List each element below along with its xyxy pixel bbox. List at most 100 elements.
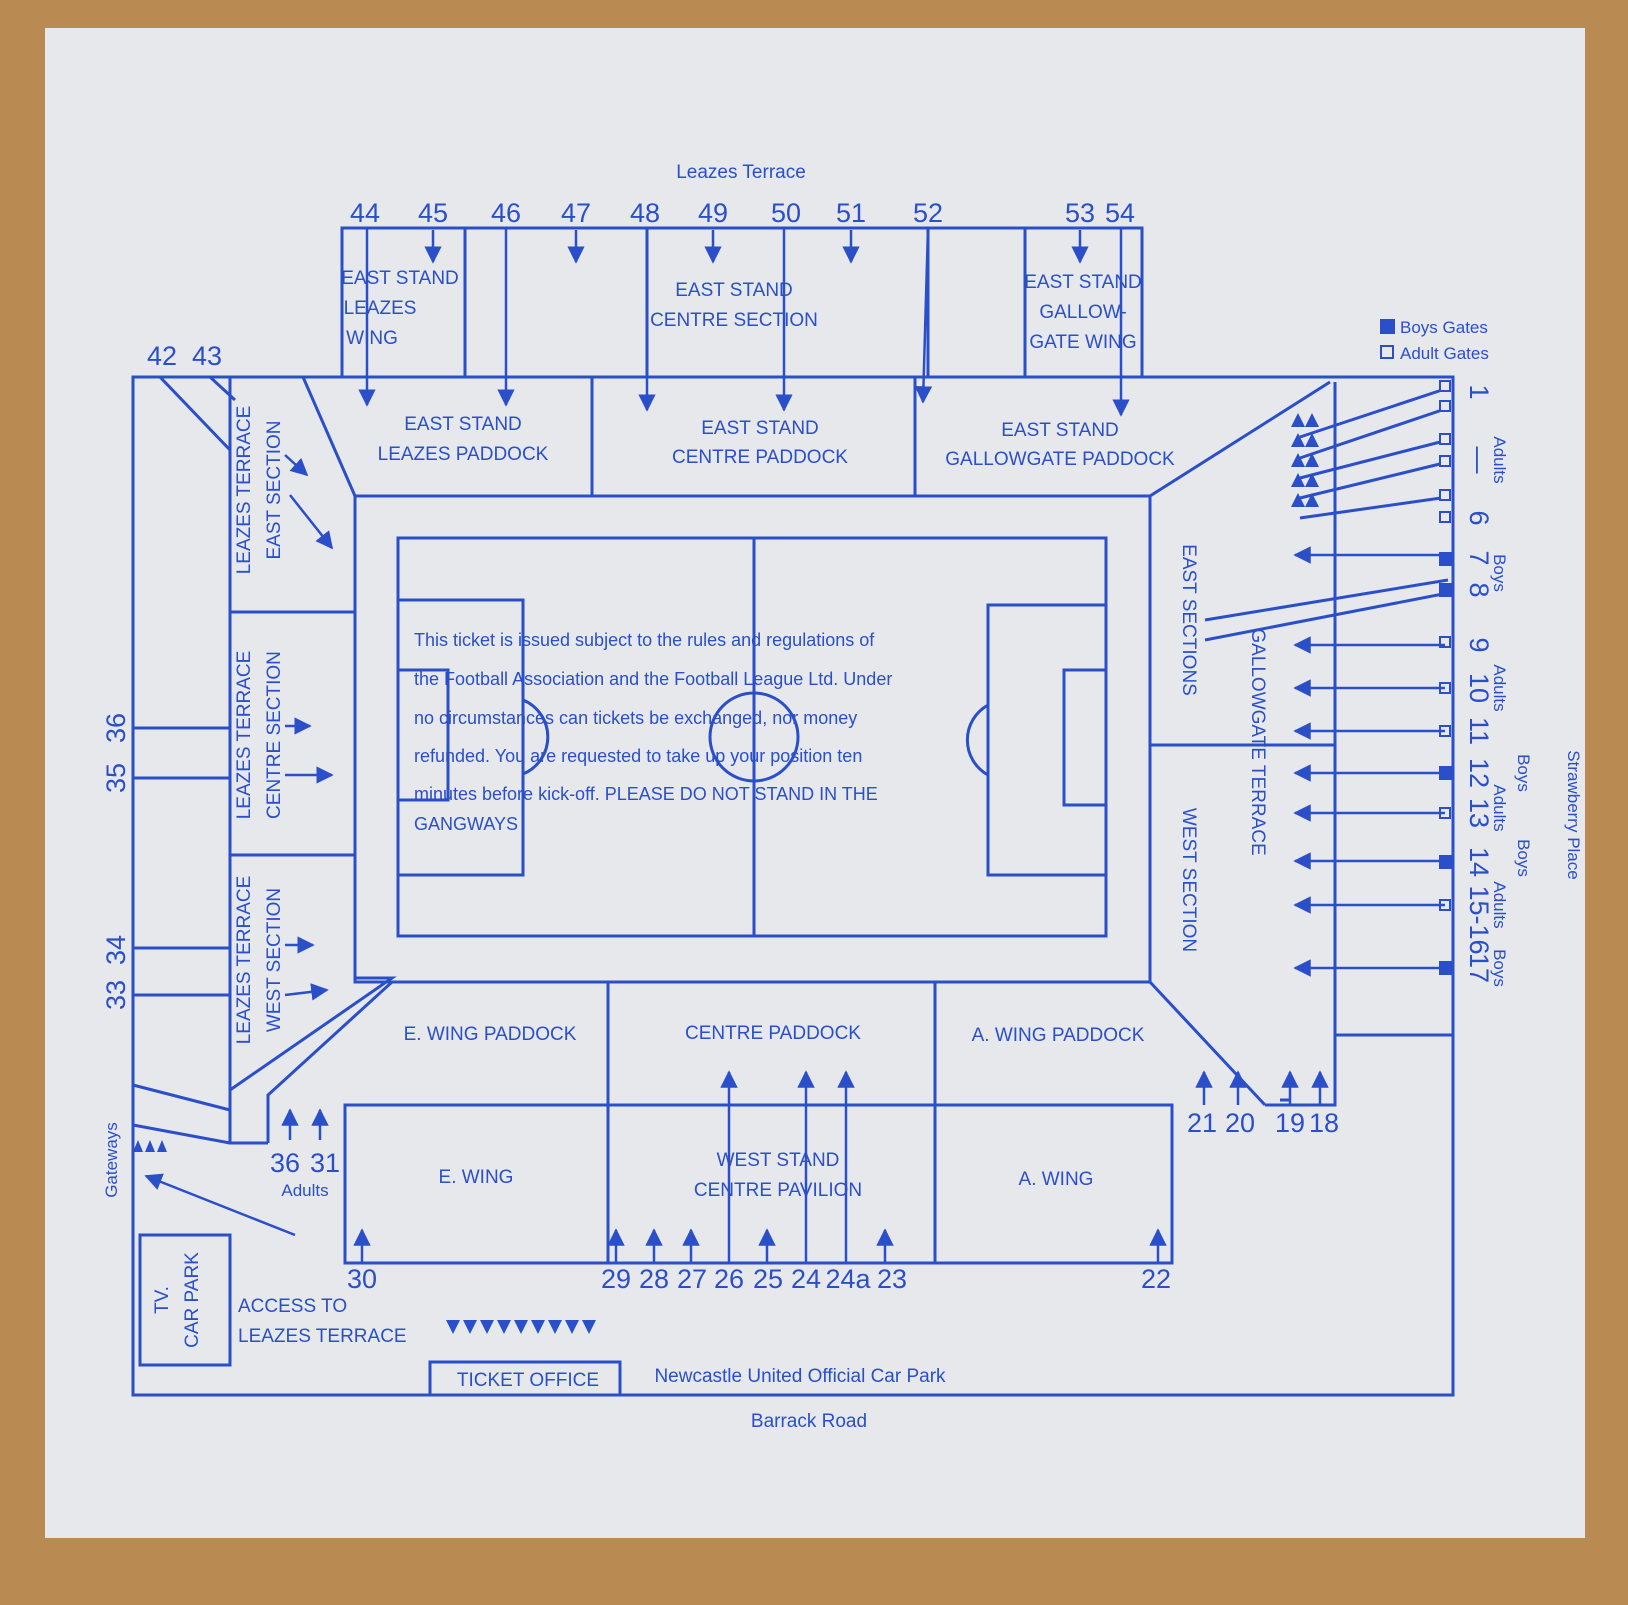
gate-number: 23 [877,1264,907,1294]
gate-type-label: Boys [1514,754,1533,792]
left-gate-numbers: 36 35 34 33 [101,713,131,1010]
legend-boys: Boys Gates [1400,318,1488,337]
gate-number: 35 [101,763,131,793]
section-label: E. WING [439,1167,514,1188]
section-label: LEAZES TERRACE [238,1326,407,1347]
legend-adults-swatch [1380,345,1394,359]
gate-number: 18 [1309,1108,1339,1138]
section-label: EAST STAND [404,414,522,435]
section-label: WEST SECTION [1178,808,1199,952]
gate-number: 6 [1464,510,1494,525]
section-label: CENTRE PAVILION [694,1180,862,1201]
street-bottom: Barrack Road [751,1411,867,1432]
section-label: CENTRE PADDOCK [672,447,848,468]
gate-number: 28 [639,1264,669,1294]
section-label: LEAZES TERRACE [234,876,255,1045]
right-gate-numbers: 1 — 6 7 8 9 10 11 12 13 14 15-16 17 [1464,384,1494,983]
section-label: LEAZES TERRACE [234,406,255,575]
section-label: WEST STAND [717,1150,840,1171]
street-right: Strawberry Place [1564,750,1583,879]
ticket-office-label: TICKET OFFICE [457,1370,599,1391]
section-label: ACCESS TO [238,1296,347,1317]
gate-number: 9 [1464,637,1494,652]
gate-type-label: Adults [1490,436,1509,483]
gate-number: 52 [913,198,943,228]
section-label: EAST STAND [675,280,793,301]
gate-number: 45 [418,198,448,228]
gate-number: 54 [1105,198,1135,228]
gate-number: 53 [1065,198,1095,228]
gate-number: 20 [1225,1108,1255,1138]
gate-number: 34 [101,935,131,965]
section-label: E. WING PADDOCK [404,1024,577,1045]
section-label: GALLOW- [1039,302,1126,323]
notice-line: the Football Association and the Footbal… [414,669,892,689]
gate-number: 47 [561,198,591,228]
car-park-label: Newcastle United Official Car Park [654,1366,946,1387]
top-gate-numbers: 44 45 46 47 48 49 50 51 52 53 54 42 43 [147,198,1135,371]
section-label: GALLOWGATE PADDOCK [945,449,1175,470]
gate-number: 33 [101,980,131,1010]
gateways-label: Gateways [102,1122,121,1198]
street-top: Leazes Terrace [676,162,806,183]
gate-number: 51 [836,198,866,228]
section-label: LEAZES TERRACE [234,651,255,820]
gate-type-label: Boys [1490,554,1509,592]
gate-number: 17 [1464,953,1494,983]
gate-number: 14 [1464,847,1494,877]
gate-number: 24a [825,1264,871,1294]
gate-number: 21 [1187,1108,1217,1138]
gate-number: 24 [791,1264,821,1294]
outer-boundary [131,375,1455,1397]
gate-number: 46 [491,198,521,228]
section-label: LEAZES PADDOCK [378,444,549,465]
gate-number: 10 [1464,673,1494,703]
gate-type-label: Adults [1490,881,1509,928]
ticket-notice: This ticket is issued subject to the rul… [414,630,892,834]
gate-number: 50 [771,198,801,228]
section-label: GALLOWGATE TERRACE [1247,628,1268,855]
gate-number: 48 [630,198,660,228]
gate-number: 7 [1464,550,1494,565]
stadium-outlines [131,226,1455,1397]
section-label: EAST STAND [701,418,819,439]
gate-number: 31 [310,1148,340,1178]
legend-adults: Adult Gates [1400,344,1489,363]
right-gate-type-labels: Adults Boys Adults Boys Adults Boys Adul… [1490,436,1533,987]
gate-number: 49 [698,198,728,228]
entry-arrows [144,227,1445,1262]
section-label: EAST STAND [1001,420,1119,441]
gate-number: 25 [753,1264,783,1294]
section-label: WEST SECTION [264,888,285,1032]
gate-number: 44 [350,198,380,228]
section-label: GATE WING [1029,332,1136,353]
section-label: LEAZES [344,298,417,319]
notice-line: minutes before kick-off. PLEASE DO NOT S… [414,784,878,804]
section-label: CENTRE SECTION [650,310,818,331]
gate-number: 36 [101,713,131,743]
ticket-back [45,28,1585,1538]
gate-type-label: Boys [1490,949,1509,987]
gate-number: — [1464,447,1494,474]
section-label: EAST SECTION [264,420,285,559]
gate-number: 11 [1464,717,1494,745]
gate-number: 22 [1141,1264,1171,1294]
bottom-gate-numbers: 30 29 28 27 26 25 24 24a 23 22 21 20 19 … [270,1108,1339,1294]
section-label: TV. [152,1286,173,1314]
gate-number: 30 [347,1264,377,1294]
gate-number: 12 [1464,758,1494,788]
section-label: CAR PARK [182,1252,203,1348]
notice-line: refunded. You are requested to take up y… [414,746,862,766]
section-label: EAST SECTIONS [1178,544,1199,696]
gate-number: 43 [192,341,222,371]
notice-line: no circumstances can tickets be exchange… [414,708,857,728]
gate-number: 19 [1275,1108,1305,1138]
gate-number: 27 [677,1264,707,1294]
adults-label: Adults [281,1181,328,1200]
section-label: CENTRE SECTION [264,651,285,819]
section-label: EAST STAND [1024,272,1142,293]
notice-line: This ticket is issued subject to the rul… [414,630,875,650]
east-stand-upper [340,226,1144,379]
section-label: CENTRE PADDOCK [685,1023,861,1044]
